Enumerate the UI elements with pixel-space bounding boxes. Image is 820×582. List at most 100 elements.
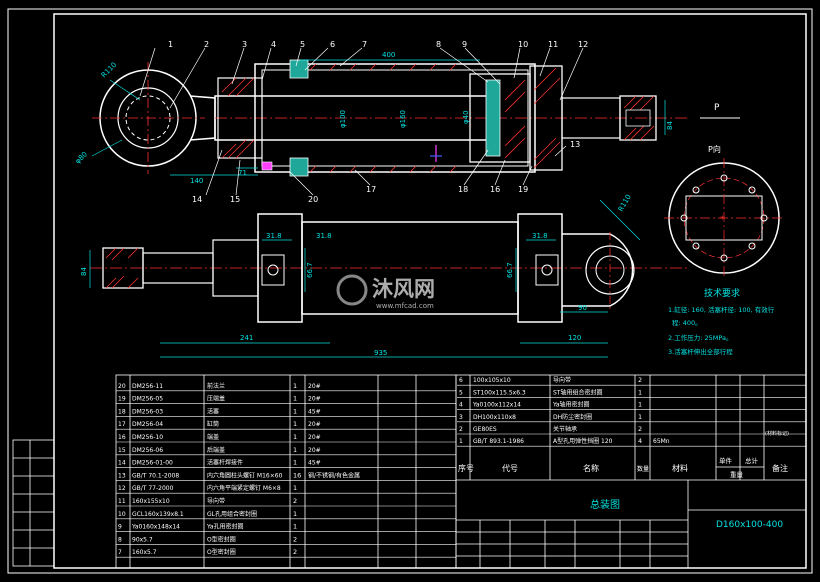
- bom-left-cell: GCL160x139x8.1: [132, 511, 184, 518]
- bom-left-cell: 16: [118, 434, 126, 441]
- balloon-7: 7: [362, 40, 367, 49]
- bom-left-cell: DM256-05: [132, 396, 163, 403]
- bom-left-cell: 8: [118, 536, 122, 543]
- balloon-20: 20: [308, 195, 318, 204]
- bom-left-cell: DM256-03: [132, 408, 163, 415]
- bom-left-cell: 20#: [308, 434, 321, 441]
- bom-right-cell: 1: [638, 413, 642, 421]
- bom-left-cell: 11: [118, 498, 126, 505]
- bom-left-cell: GB/T 70.1-2008: [132, 472, 179, 479]
- balloon-13: 13: [570, 140, 580, 149]
- bom-left-cell: 1: [293, 382, 297, 390]
- tech-line-4: 3.活塞杆伸出全部行程: [668, 347, 733, 356]
- bom-left-cell: 压端盖: [207, 395, 225, 403]
- bom-left-cell: O型密封圈: [207, 548, 236, 556]
- bom-left-cell: 9: [118, 524, 122, 531]
- bom-left-cell: DM256-06: [132, 447, 163, 454]
- bom-left-cell: 2: [293, 535, 297, 543]
- bom-right-cell: ST100x115.5x6.3: [473, 389, 526, 396]
- dim-31-8-right: 31.8: [532, 232, 548, 240]
- dim-phi100: φ100: [339, 110, 347, 128]
- bom-right-cell: Ya0100x112x14: [472, 402, 521, 409]
- bom-left-cell: O型密封圈: [207, 535, 236, 543]
- bom-left-cell: 10: [118, 511, 126, 518]
- section-view: [92, 59, 690, 177]
- balloon-14: 14: [192, 195, 202, 204]
- bom-left-cell: 1: [293, 446, 297, 454]
- bom-right-cell: ST轴用组合密封圈: [553, 388, 602, 396]
- balloon-17: 17: [366, 185, 376, 194]
- balloon-10: 10: [518, 40, 528, 49]
- bom-left-cell: 17: [118, 421, 126, 428]
- bom-header-unit: 单件: [719, 456, 733, 465]
- bom-right-cell: 1: [638, 401, 642, 409]
- bom-left-cell: DM256-01-00: [132, 460, 173, 467]
- watermark: 沐风网 www.mfcad.com: [336, 274, 435, 310]
- bom-left-cell: 活塞杆焊接件: [207, 459, 243, 467]
- bom-left-cell: 20#: [308, 396, 321, 403]
- balloon-3: 3: [242, 40, 247, 49]
- bom-header-remark: 备注: [772, 463, 788, 473]
- bom-left-cell: 20#: [308, 447, 321, 454]
- bom-right-cell: 3: [459, 414, 463, 421]
- top-dimensions: [91, 59, 666, 176]
- bom-left-cell: 钢/不锈钢/有色金属: [308, 471, 360, 479]
- tech-title: 技术要求: [704, 287, 740, 299]
- tech-line-3: 2.工作压力: 25MPa。: [668, 333, 732, 342]
- dim-120: 120: [568, 334, 581, 342]
- dim-71: 71: [238, 169, 247, 177]
- bom-right-cell: 2: [638, 376, 642, 384]
- balloon-12: 12: [578, 40, 588, 49]
- bom-left-cell: 90x5.7: [132, 536, 153, 543]
- bom-left-cell: 1: [293, 484, 297, 492]
- bom-left-cell: 20#: [308, 421, 321, 428]
- rear-clevis: [619, 95, 657, 141]
- bom-left-cell: 12: [118, 485, 126, 492]
- p-view-label: P向: [708, 144, 721, 154]
- bom-right-cell: 2: [638, 425, 642, 433]
- dim-phi160: φ160: [399, 110, 407, 128]
- balloon-15: 15: [230, 195, 240, 204]
- bom-right-cell: 100x105x10: [473, 377, 511, 384]
- bom-right-cell: GB/T 893.1-1986: [473, 438, 524, 445]
- bom-right-cell: 6: [459, 377, 463, 384]
- bom-left-cell: 2: [293, 497, 297, 505]
- bom-left-cell: 1: [293, 395, 297, 403]
- bom-right-cell: Ya轴用密封圈: [552, 401, 590, 409]
- bom-left-cell: Ya孔用密封圈: [206, 523, 244, 531]
- bottom-dimensions: [89, 199, 641, 358]
- bom-header-name: 名称: [583, 463, 599, 473]
- bom-left-cell: Ya0160x148x14: [131, 524, 180, 531]
- bom-left-cell: 20: [118, 383, 126, 390]
- bom-left-cell: 7: [118, 549, 122, 556]
- bom-left-cell: 活塞: [207, 407, 219, 415]
- bom-left-cell: GB/T 77-2000: [132, 485, 174, 492]
- svg-text:*: *: [720, 215, 725, 225]
- balloon-4: 4: [271, 40, 276, 49]
- bom-right-cell: A型孔用弹性挡圈 120: [553, 437, 613, 445]
- balloon-8: 8: [436, 40, 441, 49]
- bom-left-cell: 缸筒: [207, 420, 219, 428]
- piston-seal: [485, 79, 501, 157]
- bom-left-cell: 1: [293, 510, 297, 518]
- bom-left-cell: 1: [293, 433, 297, 441]
- bom-right-cell: 65Mn: [653, 438, 670, 445]
- bom-left-cell: 16: [293, 471, 301, 479]
- tech-line-2: 程: 400。: [672, 318, 702, 327]
- dim-r110-bottom: R110: [617, 193, 633, 213]
- bom-left-cell: 内六角圆柱头螺钉 M16×60: [207, 471, 283, 479]
- bom-left-cell: DM256-04: [132, 421, 163, 428]
- bom-right-cell: 4: [459, 402, 463, 409]
- bom-left-cell: 45#: [308, 408, 321, 415]
- balloon-11: 11: [548, 40, 558, 49]
- bom-left-cell: 导向带: [207, 497, 225, 505]
- watermark-url: www.mfcad.com: [376, 302, 434, 310]
- bom-header-total: 总计: [745, 456, 759, 465]
- bom-left-cell: DM256-10: [132, 434, 163, 441]
- p-label: P: [714, 103, 720, 113]
- bom-header-code: 代号: [502, 463, 518, 473]
- drawing-code: D160x100-400: [716, 520, 783, 530]
- balloon-19: 19: [518, 185, 528, 194]
- bom-left-cell: 1: [293, 420, 297, 428]
